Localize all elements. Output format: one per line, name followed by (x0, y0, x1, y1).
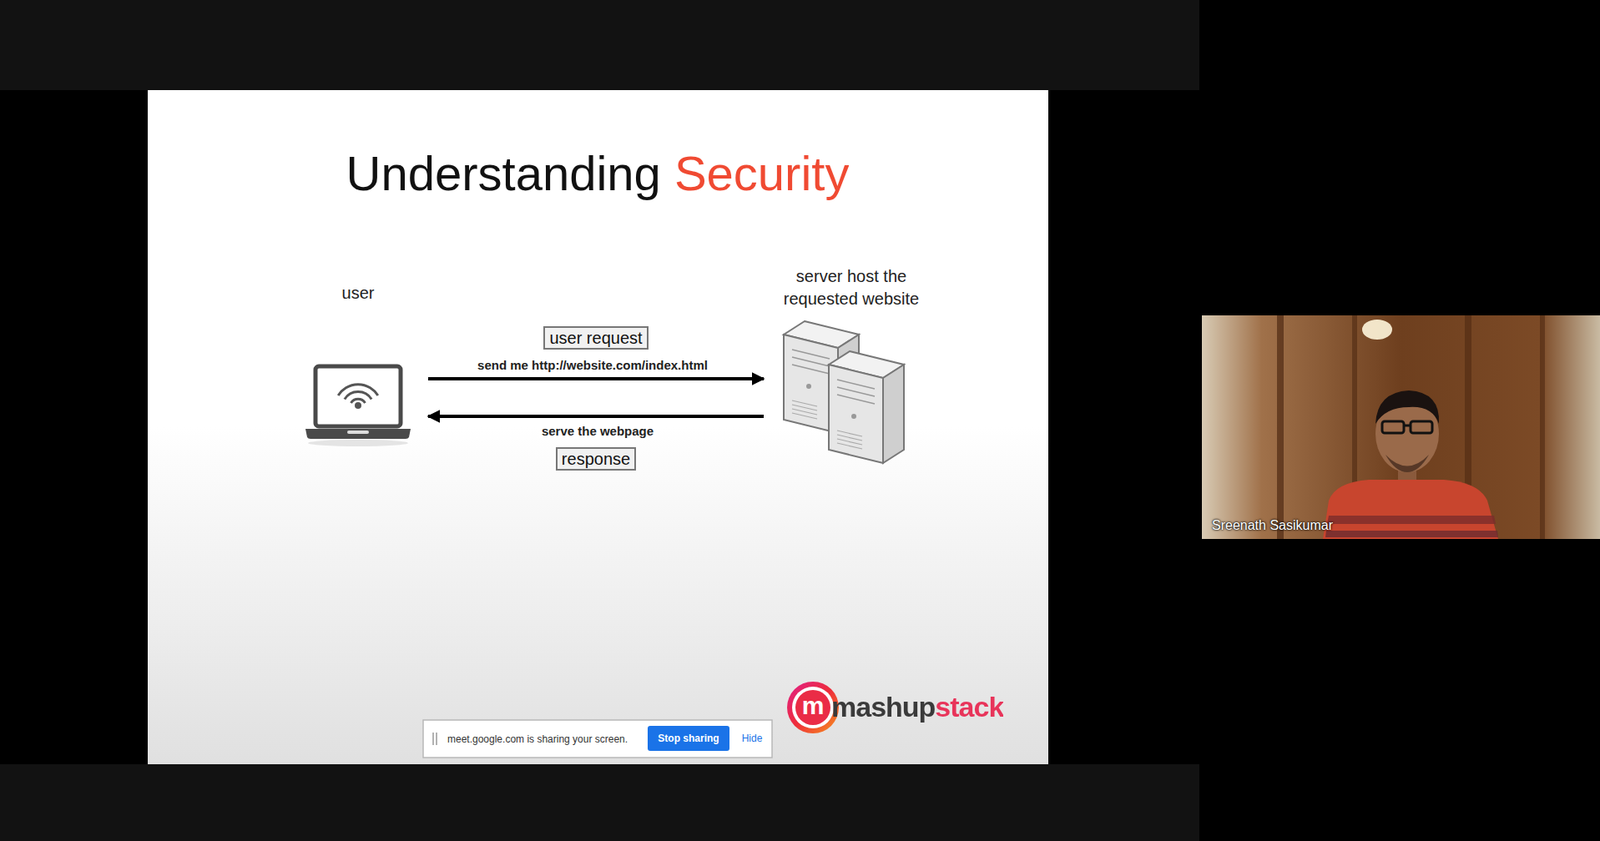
hide-link: Hide (741, 732, 763, 745)
server-icon-part (792, 357, 830, 367)
laptop-icon-part (354, 402, 362, 409)
share-bar-part (432, 732, 435, 746)
server-icon-part (792, 349, 830, 359)
edge-label: response (555, 447, 636, 471)
video-tile-part (1410, 421, 1433, 434)
share-bar (423, 720, 773, 758)
top-bar (0, 0, 1200, 91)
server-icon-part (837, 443, 863, 450)
logo-mark-part (795, 690, 831, 726)
share-notice: meet.google.com is sharing your screen. (447, 733, 628, 746)
logo-wordmark: mashupstack (831, 691, 1004, 723)
video-tile-part (1403, 424, 1411, 428)
video-tile-part (1327, 515, 1496, 525)
server-icon-part (792, 413, 818, 419)
video-tile-part (1201, 315, 1600, 540)
bottom-bar (0, 764, 1200, 841)
laptop-icon-part (344, 392, 372, 400)
share-bar-part (435, 732, 438, 746)
video-tile-part (1276, 315, 1284, 540)
arrow-connector (428, 377, 764, 381)
server-icon-part (837, 379, 875, 389)
server-node: server host the requested website (763, 265, 939, 468)
participant-name: Sreenath Sasikumar (1211, 518, 1333, 534)
video-tile-part (1385, 454, 1429, 473)
server-icon (780, 319, 923, 466)
logo-letter: m (802, 693, 825, 719)
node-label: server host the requested website (763, 265, 939, 311)
laptop-icon-part (307, 439, 409, 447)
laptop-icon-part (338, 384, 379, 396)
video-tile-part (1362, 319, 1393, 340)
request-text: send me http://website.com/index.html (474, 358, 711, 373)
video-tile-part (1382, 421, 1404, 434)
video-tile-part (1325, 530, 1499, 538)
share-bar-part (423, 720, 773, 758)
server-icon-part (792, 364, 830, 374)
video-tile-part (1322, 479, 1499, 540)
video-tile-part (1375, 390, 1439, 424)
video-tile (1201, 315, 1600, 540)
stop-button: Stop sharing (647, 726, 729, 752)
server-icon-part (837, 387, 875, 397)
laptop-icon (303, 363, 413, 448)
laptop-icon-part (305, 429, 411, 440)
logo-mark-part (792, 686, 834, 729)
server-icon-part (806, 383, 812, 389)
slide (147, 90, 1049, 765)
server-icon-part (851, 413, 857, 419)
node-label: user (287, 282, 429, 305)
arrow-connector (428, 414, 764, 419)
user-node: user (287, 282, 429, 450)
video-tile-part (1539, 315, 1545, 540)
slide-title: Understanding Security (346, 146, 850, 202)
laptop-icon-part (315, 366, 401, 427)
laptop-icon-part (347, 430, 369, 435)
server-icon-part (828, 364, 884, 464)
server-icon-part (837, 394, 875, 404)
edge-label: user request (543, 326, 648, 350)
server-icon-part (883, 364, 904, 464)
response-text: serve the webpage (539, 423, 657, 439)
